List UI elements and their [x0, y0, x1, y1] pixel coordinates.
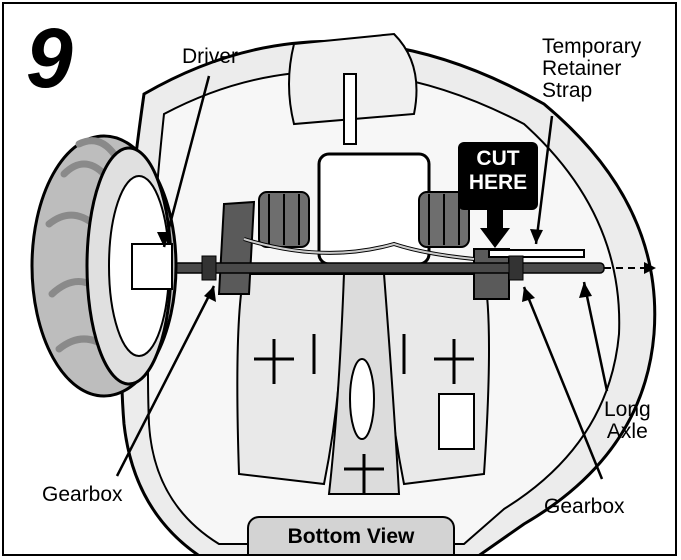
step-number: 9	[26, 11, 73, 105]
cut-arrow	[480, 209, 510, 248]
left-motor	[258, 191, 310, 248]
bottom-view-caption: Bottom View	[247, 516, 455, 554]
label-long-axle: Long Axle	[604, 398, 651, 444]
long-axle	[173, 262, 605, 274]
leader-lines	[115, 75, 609, 480]
label-gearbox-right: Gearbox	[544, 495, 625, 518]
left-gearbox-housing	[217, 200, 256, 295]
foot-marks	[254, 334, 474, 494]
label-driver: Driver	[182, 45, 238, 68]
cut-here-callout: CUT HERE	[458, 142, 538, 210]
battery-box	[438, 393, 475, 450]
label-retainer-strap: Temporary Retainer Strap	[542, 35, 642, 103]
right-motor	[418, 191, 470, 248]
wheel	[30, 134, 178, 398]
label-gearbox-left: Gearbox	[42, 483, 123, 506]
retainer-strap	[488, 249, 585, 258]
chassis-lower	[236, 273, 346, 486]
